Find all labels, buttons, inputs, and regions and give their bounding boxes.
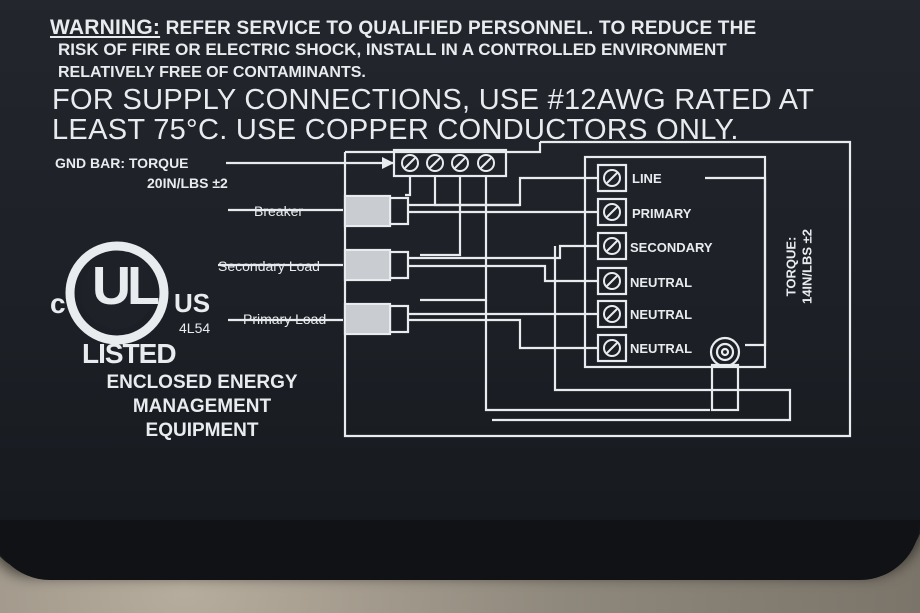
- warning-line-2: RISK OF FIRE OR ELECTRIC SHOCK, INSTALL …: [58, 40, 727, 59]
- equipment-line-1: ENCLOSED ENERGY: [106, 372, 298, 393]
- equipment-line-2: MANAGEMENT: [132, 396, 272, 417]
- warning-label: WARNING:: [50, 16, 161, 39]
- terminal-neutral-3: NEUTRAL: [630, 341, 693, 356]
- gnd-bar-label: GND BAR: TORQUE: [55, 155, 189, 171]
- warning-text-1: REFER SERVICE TO QUALIFIED PERSONNEL. TO…: [165, 18, 757, 39]
- device-panel: [0, 0, 920, 570]
- secondary-load-bar: [346, 251, 389, 279]
- panel-bottom-edge: [0, 520, 920, 580]
- ul-us: US: [174, 288, 211, 318]
- supply-line-1: FOR SUPPLY CONNECTIONS, USE #12AWG RATED…: [52, 84, 815, 116]
- ul-listed: LISTED: [82, 338, 177, 369]
- warning-line-1: WARNING: REFER SERVICE TO QUALIFIED PERS…: [50, 16, 756, 40]
- gnd-bar-torque: 20IN/LBS ±2: [147, 175, 228, 191]
- breaker-bar: [346, 197, 389, 225]
- warning-line-3: RELATIVELY FREE OF CONTAMINANTS.: [58, 64, 366, 81]
- terminal-neutral-2: NEUTRAL: [630, 307, 693, 322]
- terminal-secondary: SECONDARY: [630, 240, 713, 255]
- ul-c: c: [50, 288, 66, 319]
- terminal-line: LINE: [632, 171, 662, 186]
- equipment-line-3: EQUIPMENT: [145, 420, 259, 441]
- ul-mark-icon: [65, 241, 169, 345]
- terminal-neutral-1: NEUTRAL: [630, 275, 693, 290]
- terminal-primary: PRIMARY: [632, 206, 692, 221]
- supply-line-2: LEAST 75°C. USE COPPER CONDUCTORS ONLY.: [52, 114, 739, 146]
- gnd-arrow-icon: [382, 157, 394, 169]
- primary-load-bar: [346, 305, 389, 333]
- ul-code: 4L54: [179, 320, 211, 336]
- ul-letters: UL: [92, 256, 160, 316]
